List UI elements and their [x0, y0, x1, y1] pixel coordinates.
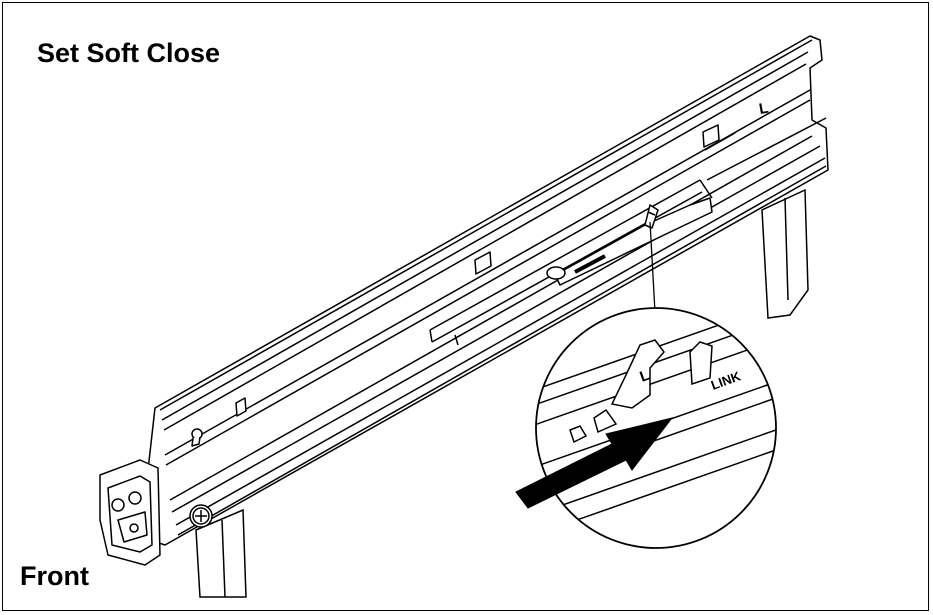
front-label: Front [20, 561, 89, 591]
detail-magnifier: L LINK [515, 307, 777, 549]
rear-bracket [761, 188, 809, 319]
rail-side-mark: L [758, 100, 770, 118]
phillips-screw-icon [189, 504, 213, 528]
arrow-right-up-icon [515, 417, 674, 509]
callout-leader-line [649, 221, 656, 313]
keyhole-icon [191, 428, 203, 447]
diagram-title: Set Soft Close [37, 38, 221, 68]
slide-rail [99, 35, 829, 566]
front-leg-bracket [195, 508, 247, 598]
